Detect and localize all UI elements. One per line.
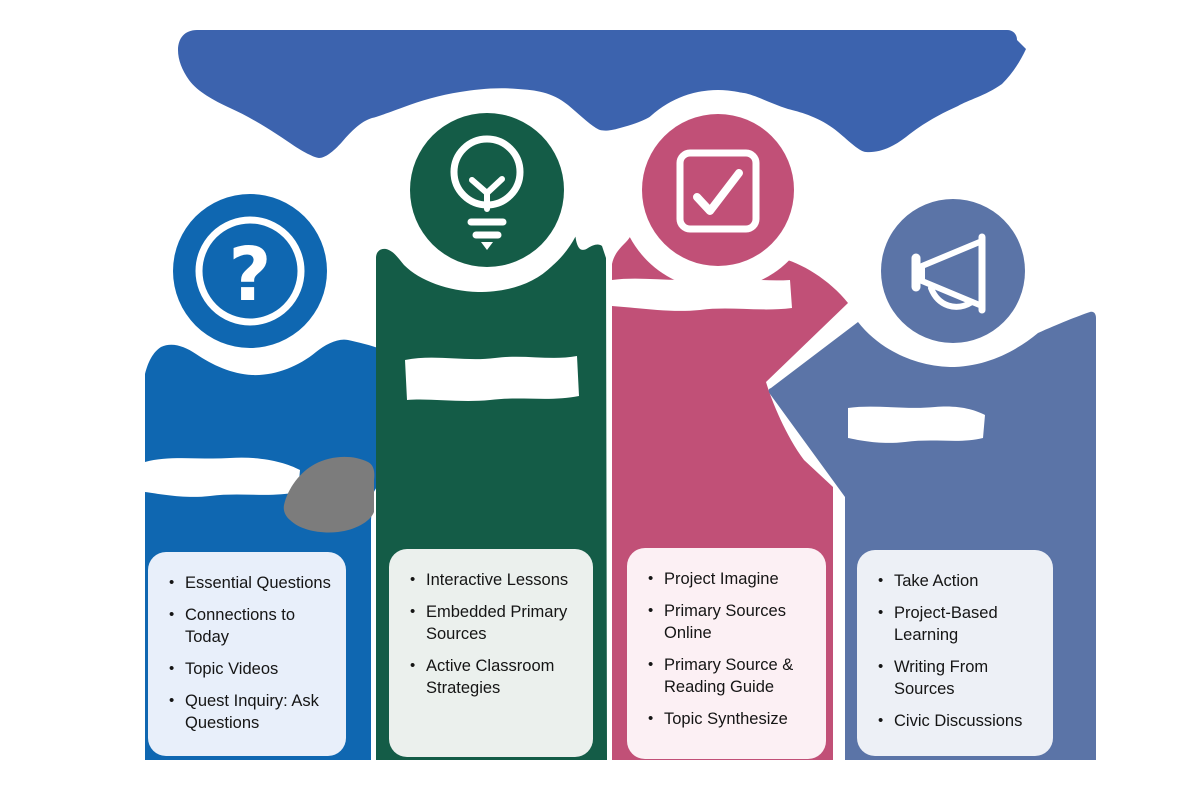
list-item: Topic Videos	[168, 659, 334, 681]
stage-3-card: Project ImaginePrimary Sources OnlinePri…	[627, 548, 826, 759]
stage-3-list: Project ImaginePrimary Sources OnlinePri…	[647, 569, 814, 731]
list-item: Connections to Today	[168, 605, 334, 649]
knockout-band-3	[612, 278, 792, 311]
lightbulb-icon	[450, 135, 524, 250]
list-item: Project-Based Learning	[877, 603, 1041, 647]
list-item: Active Classroom Strategies	[409, 656, 581, 700]
stage-3-badge	[642, 114, 794, 266]
checkbox-check-icon	[676, 149, 760, 233]
knockout-band-2	[405, 356, 579, 401]
list-item: Writing From Sources	[877, 657, 1041, 701]
svg-text:?: ?	[229, 232, 272, 318]
stage-4-badge	[881, 199, 1025, 343]
question-circle-icon: ?	[195, 216, 305, 326]
stage-4-card: Take ActionProject-Based LearningWriting…	[857, 550, 1053, 756]
list-item: Primary Source & Reading Guide	[647, 655, 814, 699]
stage-4-list: Take ActionProject-Based LearningWriting…	[877, 571, 1041, 733]
list-item: Take Action	[877, 571, 1041, 593]
stage-2-list: Interactive LessonsEmbedded Primary Sour…	[409, 570, 581, 700]
megaphone-icon	[911, 233, 986, 314]
list-item: Project Imagine	[647, 569, 814, 591]
list-item: Topic Synthesize	[647, 709, 814, 731]
stage-2-card: Interactive LessonsEmbedded Primary Sour…	[389, 549, 593, 757]
list-item: Quest Inquiry: Ask Questions	[168, 691, 334, 735]
list-item: Primary Sources Online	[647, 601, 814, 645]
list-item: Embedded Primary Sources	[409, 602, 581, 646]
knockout-band-4	[848, 406, 985, 443]
list-item: Interactive Lessons	[409, 570, 581, 592]
knockout-band-1	[145, 457, 300, 497]
stage-1-list: Essential QuestionsConnections to TodayT…	[168, 573, 334, 735]
list-item: Civic Discussions	[877, 711, 1041, 733]
banner-ribbon-shape	[178, 30, 1026, 158]
list-item: Essential Questions	[168, 573, 334, 595]
stage-1-card: Essential QuestionsConnections to TodayT…	[148, 552, 346, 756]
gray-shape	[283, 456, 375, 533]
